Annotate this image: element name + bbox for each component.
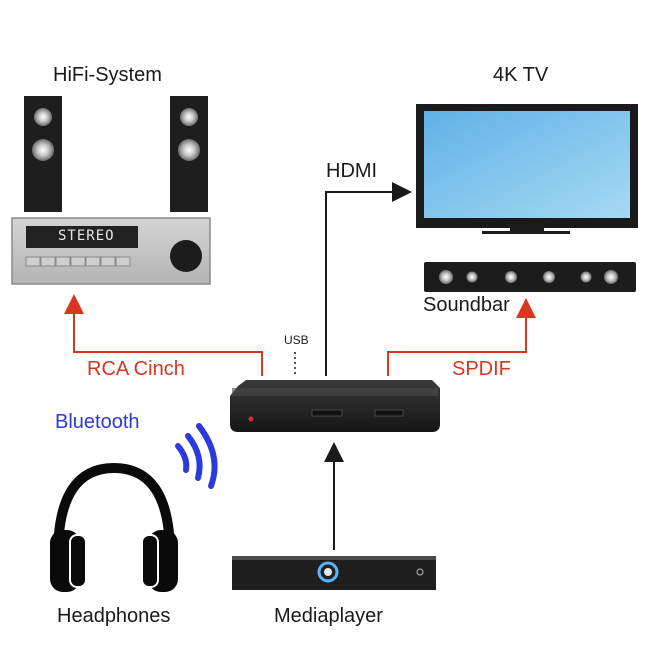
tv-icon xyxy=(416,104,638,234)
headphones-icon xyxy=(50,462,178,592)
receiver-display-text: STEREO xyxy=(58,228,115,244)
headphones-label: Headphones xyxy=(57,605,171,627)
spdif-arrow xyxy=(387,298,536,376)
soundbar-icon xyxy=(424,262,636,292)
tv-label: 4K TV xyxy=(493,64,549,86)
converter-icon xyxy=(230,380,440,432)
mediaplayer-icon xyxy=(232,556,436,590)
hifi-system-label: HiFi-System xyxy=(53,64,162,86)
hdmi-arrow xyxy=(325,182,412,376)
spdif-label: SPDIF xyxy=(452,358,511,380)
hdmi-label: HDMI xyxy=(326,160,378,182)
right-speaker-icon xyxy=(170,96,208,212)
soundbar-label: Soundbar xyxy=(423,294,510,316)
usb-label: USB xyxy=(284,333,309,347)
rca-arrow xyxy=(64,294,263,376)
left-speaker-icon xyxy=(24,96,62,212)
rca-cinch-label: RCA Cinch xyxy=(87,358,185,380)
bluetooth-label: Bluetooth xyxy=(55,411,140,433)
bluetooth-waves-icon xyxy=(175,423,218,489)
mediaplayer-label: Mediaplayer xyxy=(274,605,383,627)
receiver-icon xyxy=(11,217,211,285)
